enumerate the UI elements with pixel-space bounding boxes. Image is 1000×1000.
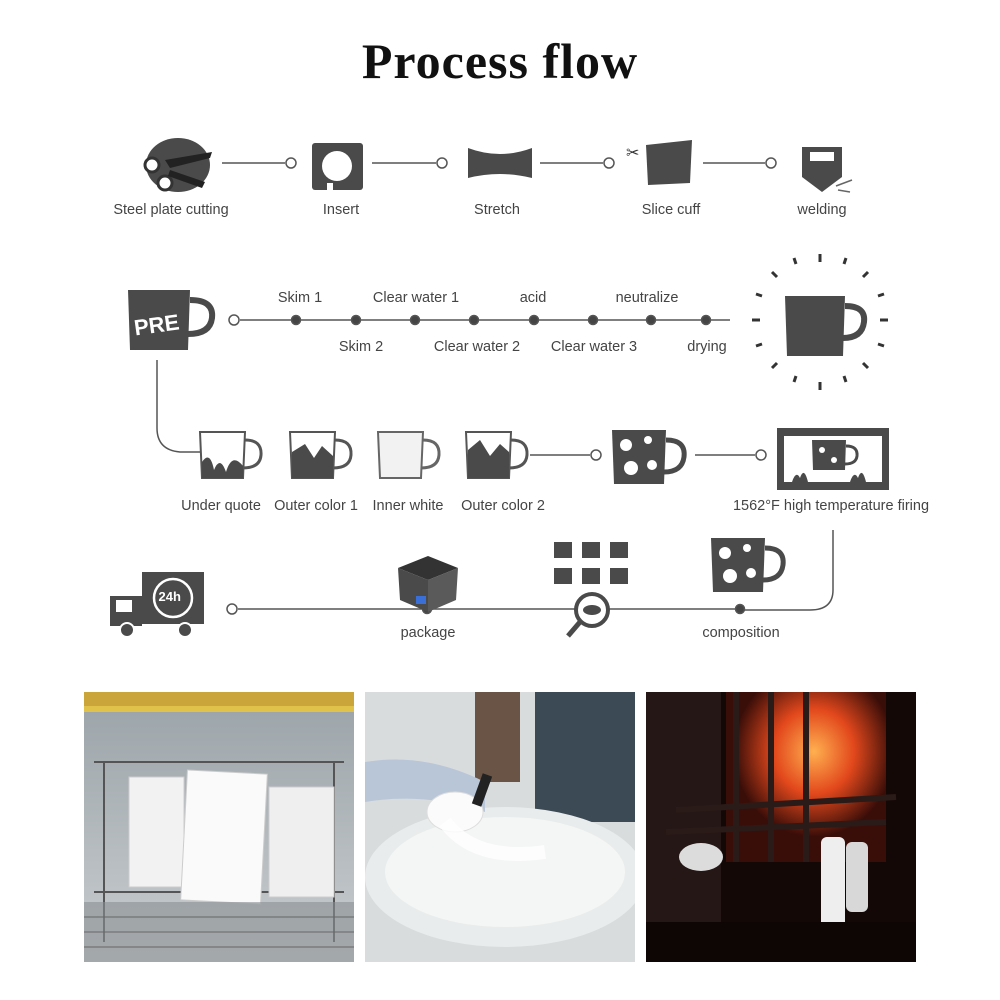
kiln-firing-photo [646, 692, 916, 962]
connector-down [156, 360, 200, 453]
step-clear-water-1: Clear water 1 [372, 290, 460, 306]
step-acid: acid [519, 290, 547, 306]
step-welding: welding [797, 202, 847, 218]
step-steel-plate-cutting: Steel plate cutting [113, 202, 229, 218]
pretreatment-line [228, 314, 730, 326]
step-slice-cuff: Slice cuff [641, 202, 701, 218]
truck-24h-badge: 24h [158, 589, 181, 604]
process-flow-diagram: ✂ PRE [110, 138, 889, 638]
drying-oven-icon [752, 254, 888, 390]
outer-color-1-mug-icon [288, 431, 353, 479]
step-stretch: Stretch [474, 202, 520, 218]
inspection-icon [554, 542, 628, 638]
step-composition: composition [702, 625, 780, 641]
step-skim-2: Skim 2 [338, 339, 384, 355]
row4-line [226, 603, 746, 615]
svg-text:✂: ✂ [626, 145, 639, 162]
stretch-icon [468, 148, 532, 178]
row1-connectors [222, 157, 777, 169]
step-insert: Insert [322, 202, 360, 218]
slice-cuff-icon: ✂ [626, 140, 692, 185]
step-package: package [400, 625, 456, 641]
flower-mug-icon [612, 430, 687, 484]
step-clear-water-3: Clear water 3 [550, 339, 638, 355]
dipping-rack-photo [84, 692, 354, 962]
step-clear-water-2: Clear water 2 [433, 339, 521, 355]
step-drying: drying [687, 339, 727, 355]
firing-kiln-icon [777, 428, 889, 490]
step-outer-color-1: Outer color 1 [274, 498, 358, 514]
step-firing: 1562°F high temperature firing [732, 498, 930, 514]
welding-icon [802, 147, 853, 193]
page-title: Process flow [361, 33, 639, 89]
steel-plate-cutting-icon [143, 138, 212, 192]
svg-text:PRE: PRE [132, 309, 180, 340]
step-skim-1: Skim 1 [277, 290, 323, 306]
connector-down-right [740, 530, 834, 611]
inner-white-mug-icon [376, 431, 441, 479]
insert-icon [312, 143, 363, 191]
pre-mug-icon: PRE [128, 290, 216, 350]
composition-mug-icon [711, 538, 786, 592]
row3-connector [530, 449, 767, 461]
outer-color-2-mug-icon [464, 431, 529, 479]
step-outer-color-2: Outer color 2 [461, 498, 545, 514]
under-quote-mug-icon [198, 431, 263, 479]
step-neutralize: neutralize [615, 290, 679, 306]
step-inner-white: Inner white [372, 498, 444, 514]
delivery-truck-icon [110, 572, 204, 638]
step-under-quote: Under quote [181, 498, 261, 514]
package-box-icon [398, 556, 458, 612]
enamel-dipping-photo [365, 692, 635, 962]
